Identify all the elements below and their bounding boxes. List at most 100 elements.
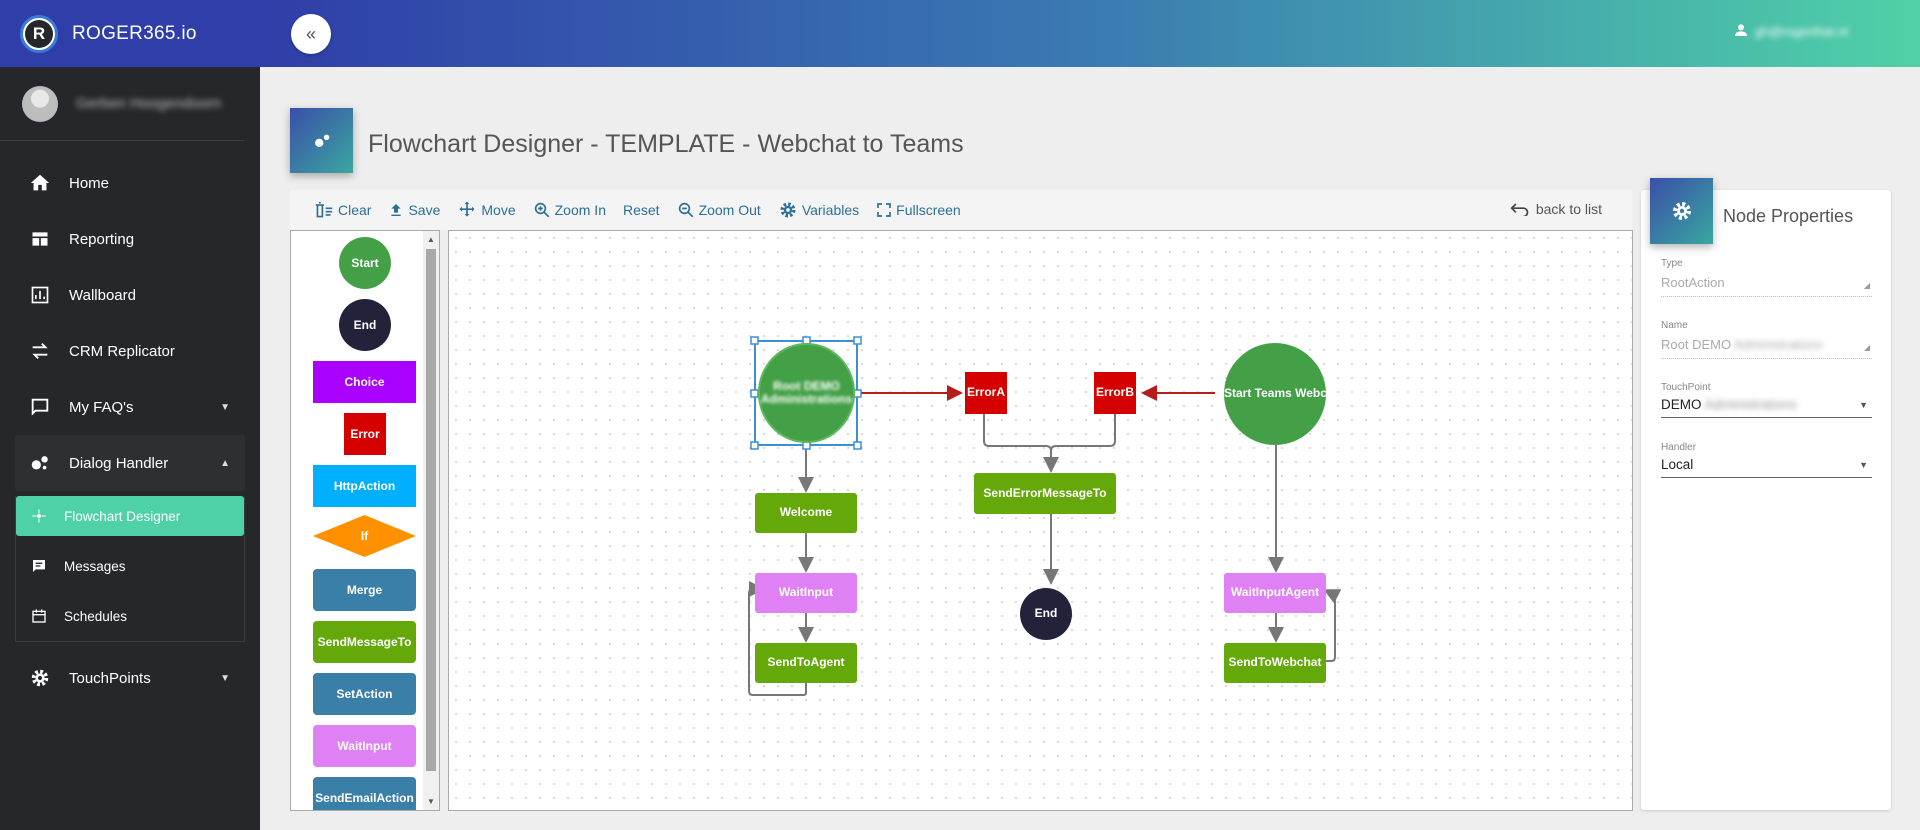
move-button[interactable]: Move — [457, 200, 516, 220]
chevron-down-icon: ▼ — [220, 672, 230, 684]
touchpoint-field: TouchPoint DEMO Administrations ▼ — [1661, 382, 1872, 418]
page-icon — [290, 108, 353, 173]
save-button[interactable]: Save — [388, 201, 440, 219]
palette-choice[interactable]: Choice — [313, 361, 416, 403]
sidebar-item-reporting[interactable]: Reporting — [0, 211, 260, 267]
sidebar-item-schedules[interactable]: Schedules — [16, 591, 244, 641]
sidebar-item-crm-replicator[interactable]: CRM Replicator — [0, 323, 260, 379]
palette-setaction[interactable]: SetAction — [313, 673, 416, 715]
palette-waitinput[interactable]: WaitInput — [313, 725, 416, 767]
node-sendtowebchat[interactable]: SendToWebchat — [1224, 643, 1326, 683]
palette-merge-label: Merge — [346, 583, 383, 597]
node-welcome[interactable]: Welcome — [755, 493, 857, 533]
sidebar-item-dialog-handler[interactable]: Dialog Handler ▲ — [15, 435, 245, 491]
reset-button[interactable]: Reset — [623, 202, 660, 218]
palette-sendmessageto[interactable]: SendMessageTo — [313, 621, 416, 663]
home-icon — [28, 171, 52, 195]
resize-grip-icon: ◢ — [1863, 343, 1870, 352]
palette-error[interactable]: Error — [344, 413, 386, 455]
top-user-menu[interactable]: gh@rogerthat.nl — [1733, 22, 1848, 41]
node-sendtoagent[interactable]: SendToAgent — [755, 643, 857, 683]
sidebar-item-messages[interactable]: Messages — [16, 541, 244, 591]
main-nav: Home Reporting Wallboard CRM Replicator … — [0, 141, 260, 706]
sidebar-item-my-faqs[interactable]: My FAQ's ▼ — [0, 379, 260, 435]
bar-chart-icon — [28, 283, 52, 307]
node-waitinput[interactable]: WaitInput — [755, 573, 857, 613]
node-root[interactable]: Root DEMO Administrations — [758, 343, 855, 443]
node-waitinputagent[interactable]: WaitInputAgent — [1224, 573, 1326, 613]
palette-sendemailaction-label: SendEmailAction — [315, 791, 414, 805]
node-palette: Start End Choice Error HttpAction If Mer… — [290, 230, 440, 811]
palette-httpaction[interactable]: HttpAction — [313, 465, 416, 507]
sidebar-item-wallboard[interactable]: Wallboard — [0, 267, 260, 323]
back-to-list-button[interactable]: back to list — [1510, 201, 1602, 217]
fullscreen-button[interactable]: Fullscreen — [876, 202, 961, 218]
palette-scroll-thumb[interactable] — [426, 249, 436, 771]
chat-icon — [28, 395, 52, 419]
node-start-teams[interactable]: Start Teams Webchat Demo — [1224, 343, 1326, 445]
name-input[interactable]: Root DEMO Administrations◢ — [1661, 337, 1872, 359]
zoom-in-icon — [533, 201, 551, 219]
handler-label: Handler — [1661, 442, 1697, 453]
avatar — [22, 85, 58, 122]
zoom-out-label: Zoom Out — [698, 202, 761, 218]
zoom-out-button[interactable]: Zoom Out — [677, 201, 761, 219]
palette-merge[interactable]: Merge — [313, 569, 416, 611]
handler-select[interactable]: Local ▼ — [1661, 457, 1872, 478]
selection-handles[interactable] — [750, 336, 862, 450]
palette-start[interactable]: Start — [339, 237, 391, 289]
name-label: Name — [1661, 320, 1688, 331]
zoom-in-button[interactable]: Zoom In — [533, 201, 606, 219]
sidebar-item-touchpoints[interactable]: TouchPoints ▼ — [0, 650, 260, 706]
sidebar-item-home[interactable]: Home — [0, 155, 260, 211]
node-errora[interactable]: ErrorA — [965, 372, 1007, 414]
edge-sendtowebchat-loop[interactable] — [1323, 589, 1342, 662]
palette-end[interactable]: End — [339, 299, 391, 351]
dialog-handler-submenu: Flowchart Designer Messages Schedules — [15, 496, 245, 642]
edge-errorb-senderror[interactable] — [1050, 414, 1116, 452]
sidebar-item-label: Dialog Handler — [69, 454, 169, 472]
brand[interactable]: R ROGER365.io — [0, 0, 260, 67]
resize-grip-icon: ◢ — [1863, 281, 1870, 290]
user-profile[interactable]: Gerben Hoogendoorn — [0, 67, 244, 141]
sidebar-item-flowchart-designer[interactable]: Flowchart Designer — [16, 496, 244, 536]
edge-sendtoagent-loop[interactable] — [748, 581, 807, 696]
node-end[interactable]: End — [1020, 588, 1072, 640]
touchpoint-select[interactable]: DEMO Administrations ▼ — [1661, 397, 1872, 418]
variables-button[interactable]: Variables — [778, 200, 859, 220]
node-senderrormessageto[interactable]: SendErrorMessageTo — [974, 473, 1116, 514]
calendar-icon — [30, 607, 48, 625]
user-icon — [1733, 22, 1749, 41]
node-waitinputagent-label: WaitInputAgent — [1230, 585, 1320, 600]
touchpoint-value-text: DEMO — [1661, 397, 1702, 412]
sidebar-item-label: Wallboard — [69, 286, 136, 304]
dropdown-arrow-icon: ▼ — [1859, 459, 1868, 470]
palette-setaction-label: SetAction — [336, 687, 393, 701]
clear-label: Clear — [338, 202, 372, 218]
message-icon — [30, 557, 48, 575]
brand-logo-letter: R — [25, 19, 53, 48]
name-value-text: Root DEMO — [1661, 337, 1732, 352]
clear-icon — [314, 201, 334, 219]
palette-sendemailaction[interactable]: SendEmailAction — [313, 777, 416, 810]
zoom-out-icon — [677, 201, 695, 219]
collapse-sidebar-button[interactable]: « — [291, 14, 331, 54]
reset-label: Reset — [622, 202, 660, 218]
palette-scrollbar[interactable]: ▲ ▼ — [423, 231, 439, 810]
node-welcome-label: Welcome — [779, 505, 833, 520]
edge-errora-senderror[interactable] — [983, 414, 1059, 473]
zoom-in-label: Zoom In — [554, 202, 606, 218]
scroll-up-icon[interactable]: ▲ — [427, 235, 435, 244]
page-title: Flowchart Designer - TEMPLATE - Webchat … — [368, 130, 964, 158]
brand-name: ROGER365.io — [72, 22, 197, 44]
connection-layer — [748, 336, 1342, 696]
sidebar-item-label: Messages — [64, 558, 126, 574]
flowchart-canvas[interactable]: Root DEMO Administrations Welcome WaitIn… — [448, 230, 1633, 811]
dashboard-icon — [28, 227, 52, 251]
sidebar: R ROGER365.io Gerben Hoogendoorn Home Re… — [0, 0, 260, 830]
sidebar-item-label: CRM Replicator — [69, 342, 175, 360]
palette-if[interactable]: If — [313, 515, 416, 557]
clear-button[interactable]: Clear — [314, 201, 371, 219]
scroll-down-icon[interactable]: ▼ — [427, 797, 435, 806]
node-errorb[interactable]: ErrorB — [1094, 372, 1136, 414]
